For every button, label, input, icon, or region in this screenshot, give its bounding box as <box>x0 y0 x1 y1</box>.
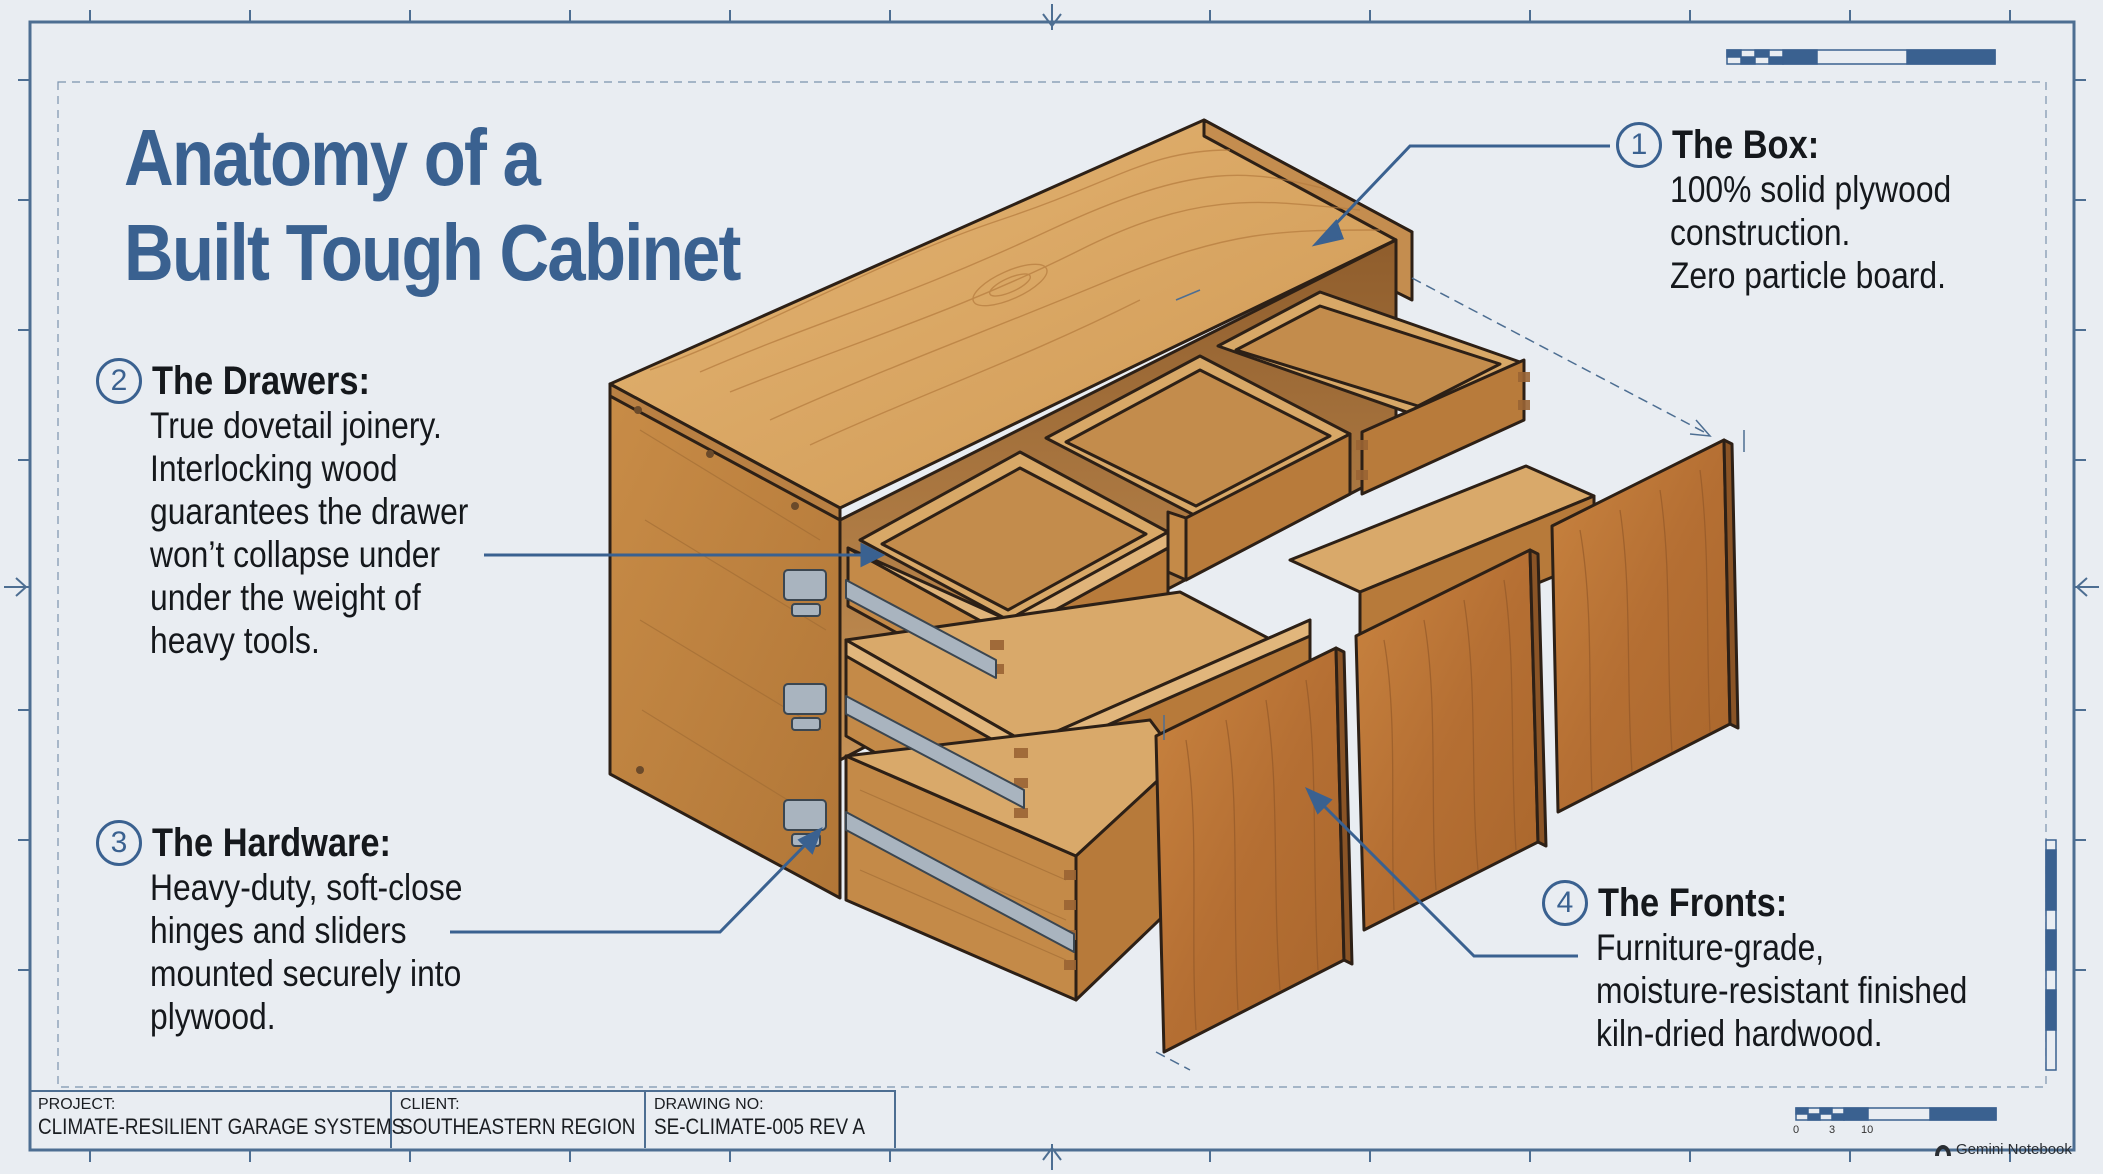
callout-body: Heavy-duty, soft-close hinges and slider… <box>150 866 462 1038</box>
title-block-value: SE-CLIMATE-005 REV A <box>654 1114 865 1139</box>
callout-line: True dovetail joinery. <box>150 405 442 446</box>
drawer-top-middle <box>1044 354 1352 582</box>
callout-body: Furniture-grade, moisture-resistant fini… <box>1596 926 1967 1055</box>
title-block-drawing-no: DRAWING NO: SE-CLIMATE-005 REV A <box>646 1090 896 1148</box>
badge-label: Gemini Notebook <box>1956 1141 2072 1158</box>
title-block <box>30 1090 896 1148</box>
callout-line: under the weight of <box>150 577 421 618</box>
callout-line: Zero particle board. <box>1670 255 1946 296</box>
scale-label: 0 <box>1793 1124 1800 1136</box>
drawer-bottom <box>844 718 1182 1002</box>
dimension-lines <box>1155 277 1745 1071</box>
callout-line: heavy tools. <box>150 620 320 661</box>
cabinet <box>608 118 1740 1054</box>
callout-line: mounted securely into <box>150 953 462 994</box>
callout-line: Interlocking wood <box>150 448 398 489</box>
front-panel-left <box>1154 646 1354 1054</box>
callout-line: 100% solid plywood <box>1670 169 1952 210</box>
callout-line: guarantees the drawer <box>150 491 469 532</box>
callout-line: won’t collapse under <box>150 534 441 575</box>
scale-bar-top <box>1726 49 1996 65</box>
callout-line: Furniture-grade, <box>1596 927 1825 968</box>
scale-bar-bottom <box>1795 1107 1997 1121</box>
callout-number-3: 3 <box>96 820 142 866</box>
callout-fronts: 4 The Fronts: Furniture-grade, moisture-… <box>1542 880 2028 1055</box>
callout-line: Heavy-duty, soft-close <box>150 867 463 908</box>
callout-number-2: 2 <box>96 358 142 404</box>
callout-line: kiln-dried hardwood. <box>1596 1013 1883 1054</box>
gemini-notebook-badge[interactable]: Gemini Notebook <box>1934 1136 2072 1164</box>
callout-line: construction. <box>1670 212 1851 253</box>
callout-title: The Box: <box>1672 123 1820 167</box>
gemini-notebook-icon <box>1935 1145 1951 1156</box>
callout-line: plywood. <box>150 996 276 1037</box>
callout-number-1: 1 <box>1616 122 1662 168</box>
title-line-2: Built Tough Cabinet <box>124 208 741 297</box>
title-block-project: PROJECT: CLIMATE-RESILIENT GARAGE SYSTEM… <box>30 1090 405 1148</box>
scale-label: 10 <box>1861 1124 1874 1136</box>
scale-label: 3 <box>1829 1124 1836 1136</box>
scale-bar-vertical <box>2045 839 2057 1071</box>
callout-line: moisture-resistant finished <box>1596 970 1968 1011</box>
callout-number-4: 4 <box>1542 880 1588 926</box>
callout-title: The Hardware: <box>152 821 391 865</box>
callout-hardware: 3 The Hardware: Heavy-duty, soft-close h… <box>96 820 513 1038</box>
title-block-label: CLIENT: <box>400 1096 460 1113</box>
title-block-value: CLIMATE-RESILIENT GARAGE SYSTEMS <box>38 1114 405 1139</box>
title-block-value: SOUTHEASTERN REGION <box>400 1114 636 1139</box>
callout-title: The Fronts: <box>1598 881 1788 925</box>
callout-line: hinges and sliders <box>150 910 407 951</box>
callout-body: 100% solid plywood construction. Zero pa… <box>1670 168 1951 297</box>
title-block-client: CLIENT: SOUTHEASTERN REGION <box>392 1090 646 1148</box>
callout-body: True dovetail joinery. Interlocking wood… <box>150 404 468 662</box>
title-block-label: DRAWING NO: <box>654 1096 764 1113</box>
title-line-1: Anatomy of a <box>124 113 541 202</box>
callout-title: The Drawers: <box>152 359 370 403</box>
hardware <box>783 569 1075 953</box>
leader-lines <box>450 144 1610 958</box>
callout-box: 1 The Box: 100% solid plywood constructi… <box>1616 122 1997 297</box>
title-block-label: PROJECT: <box>38 1096 116 1113</box>
page-title: Anatomy of a Built Tough Cabinet <box>124 110 741 300</box>
drawing-frame <box>4 4 2099 1170</box>
front-panel-right <box>1550 438 1740 814</box>
callout-drawers: 2 The Drawers: True dovetail joinery. In… <box>96 358 520 662</box>
